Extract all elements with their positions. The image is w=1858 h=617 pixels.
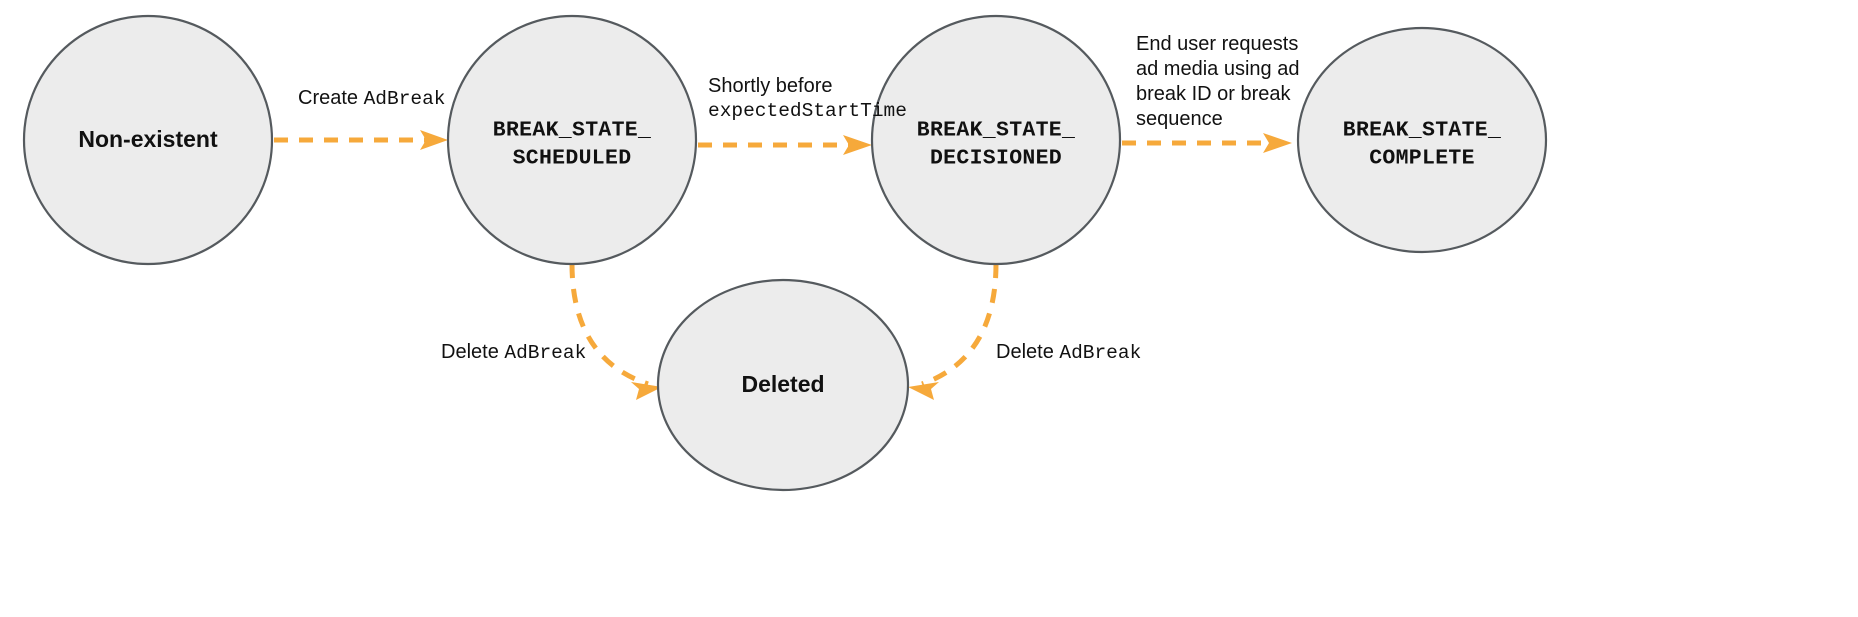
node-break-state-complete-shape — [1296, 26, 1548, 254]
node-break-state-scheduled[interactable]: BREAK_STATE_ SCHEDULED — [446, 14, 698, 266]
node-break-state-decisioned[interactable]: BREAK_STATE_ DECISIONED — [870, 14, 1122, 266]
node-non-existent[interactable]: Non-existent — [22, 14, 274, 266]
edge-create-adbreak-arrowhead — [420, 130, 448, 150]
edge-label-delete-from-scheduled: Delete AdBreak — [441, 340, 586, 366]
edge-shortly-before — [698, 135, 872, 155]
node-deleted-shape — [656, 278, 910, 492]
edge-label-delete-from-decisioned: Delete AdBreak — [996, 340, 1141, 366]
node-break-state-decisioned-label-line2: DECISIONED — [930, 147, 1062, 171]
node-non-existent-label: Non-existent — [78, 126, 218, 152]
edge-label-delete-from-scheduled-mono: AdBreak — [504, 342, 587, 364]
node-deleted-label: Deleted — [741, 371, 824, 397]
node-break-state-decisioned-label-line1: BREAK_STATE_ — [917, 119, 1075, 143]
node-break-state-scheduled-shape — [446, 14, 698, 266]
edge-label-delete-from-decisioned-mono: AdBreak — [1059, 342, 1142, 364]
node-non-existent-shape — [22, 14, 274, 266]
edge-label-delete-from-decisioned-plain: Delete — [996, 341, 1060, 363]
edge-delete-from-decisioned-arrowhead — [908, 382, 939, 400]
edge-delete-from-decisioned — [908, 263, 999, 400]
edge-label-create-adbreak-mono: AdBreak — [363, 88, 446, 110]
edge-delete-from-decisioned-line — [921, 263, 999, 387]
edge-label-create-adbreak-plain: Create — [298, 87, 364, 109]
edge-end-user-requests-arrowhead — [1263, 133, 1292, 153]
edge-label-end-user-requests: End user requests ad media using ad brea… — [1136, 33, 1300, 130]
edge-shortly-before-arrowhead — [843, 135, 872, 155]
edge-label-create-adbreak: Create AdBreak — [298, 86, 446, 112]
edge-delete-from-scheduled-line — [569, 263, 649, 387]
node-break-state-complete[interactable]: BREAK_STATE_ COMPLETE — [1296, 26, 1548, 254]
node-break-state-scheduled-label-line1: BREAK_STATE_ — [493, 119, 651, 143]
node-break-state-decisioned-shape — [870, 14, 1122, 266]
edge-label-shortly-before-mono: expectedStartTime — [708, 100, 907, 122]
node-deleted[interactable]: Deleted — [656, 278, 910, 492]
edge-delete-from-scheduled-arrowhead — [631, 382, 662, 400]
edge-label-shortly-before-plain: Shortly before — [708, 75, 833, 97]
node-break-state-scheduled-label-line2: SCHEDULED — [513, 147, 632, 171]
node-break-state-complete-label-line2: COMPLETE — [1369, 147, 1475, 171]
edge-label-shortly-before: Shortly before expectedStartTime — [708, 74, 907, 124]
edge-delete-from-scheduled — [569, 263, 662, 400]
node-break-state-complete-label-line1: BREAK_STATE_ — [1343, 119, 1501, 143]
edge-label-delete-from-scheduled-plain: Delete — [441, 341, 505, 363]
edge-end-user-requests — [1122, 133, 1292, 153]
edge-create-adbreak — [274, 130, 448, 150]
